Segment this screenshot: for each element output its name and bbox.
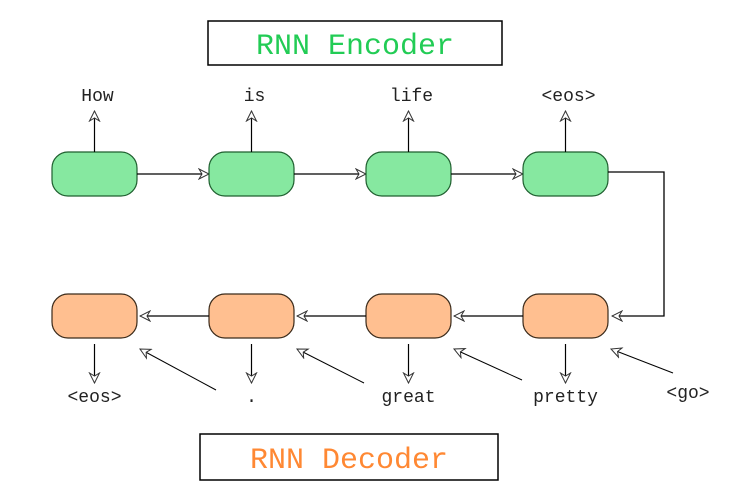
encoder-cell [51,151,138,197]
decoder-input-arrow [140,349,217,391]
decoder-input-arrow [454,349,523,381]
context-connector-arrow [608,171,665,316]
encoder-token-label: How [81,87,114,107]
decoder-cell [51,293,138,339]
decoder-output-label: <eos> [67,388,121,408]
decoder-title: RNN Decoder [250,444,448,478]
decoder-input-arrow [611,349,674,374]
encoder-title: RNN Encoder [256,30,454,64]
decoder-title-box: RNN Decoder [199,433,499,481]
encoder-title-box: RNN Encoder [207,20,503,66]
decoder-input-arrow [297,349,365,384]
encoder-cell [208,151,295,197]
decoder-cell [365,293,452,339]
decoder-go-token-label: <go> [666,384,709,404]
encoder-token-label: <eos> [541,87,595,107]
encoder-token-label: life [390,87,433,107]
encoder-token-label: is [244,87,266,107]
decoder-cell [208,293,295,339]
decoder-output-label: pretty [533,388,598,408]
encoder-cell [365,151,452,197]
encoder-cell [522,151,609,197]
decoder-cell [522,293,609,339]
decoder-output-label: . [246,388,257,408]
decoder-output-label: great [381,388,435,408]
